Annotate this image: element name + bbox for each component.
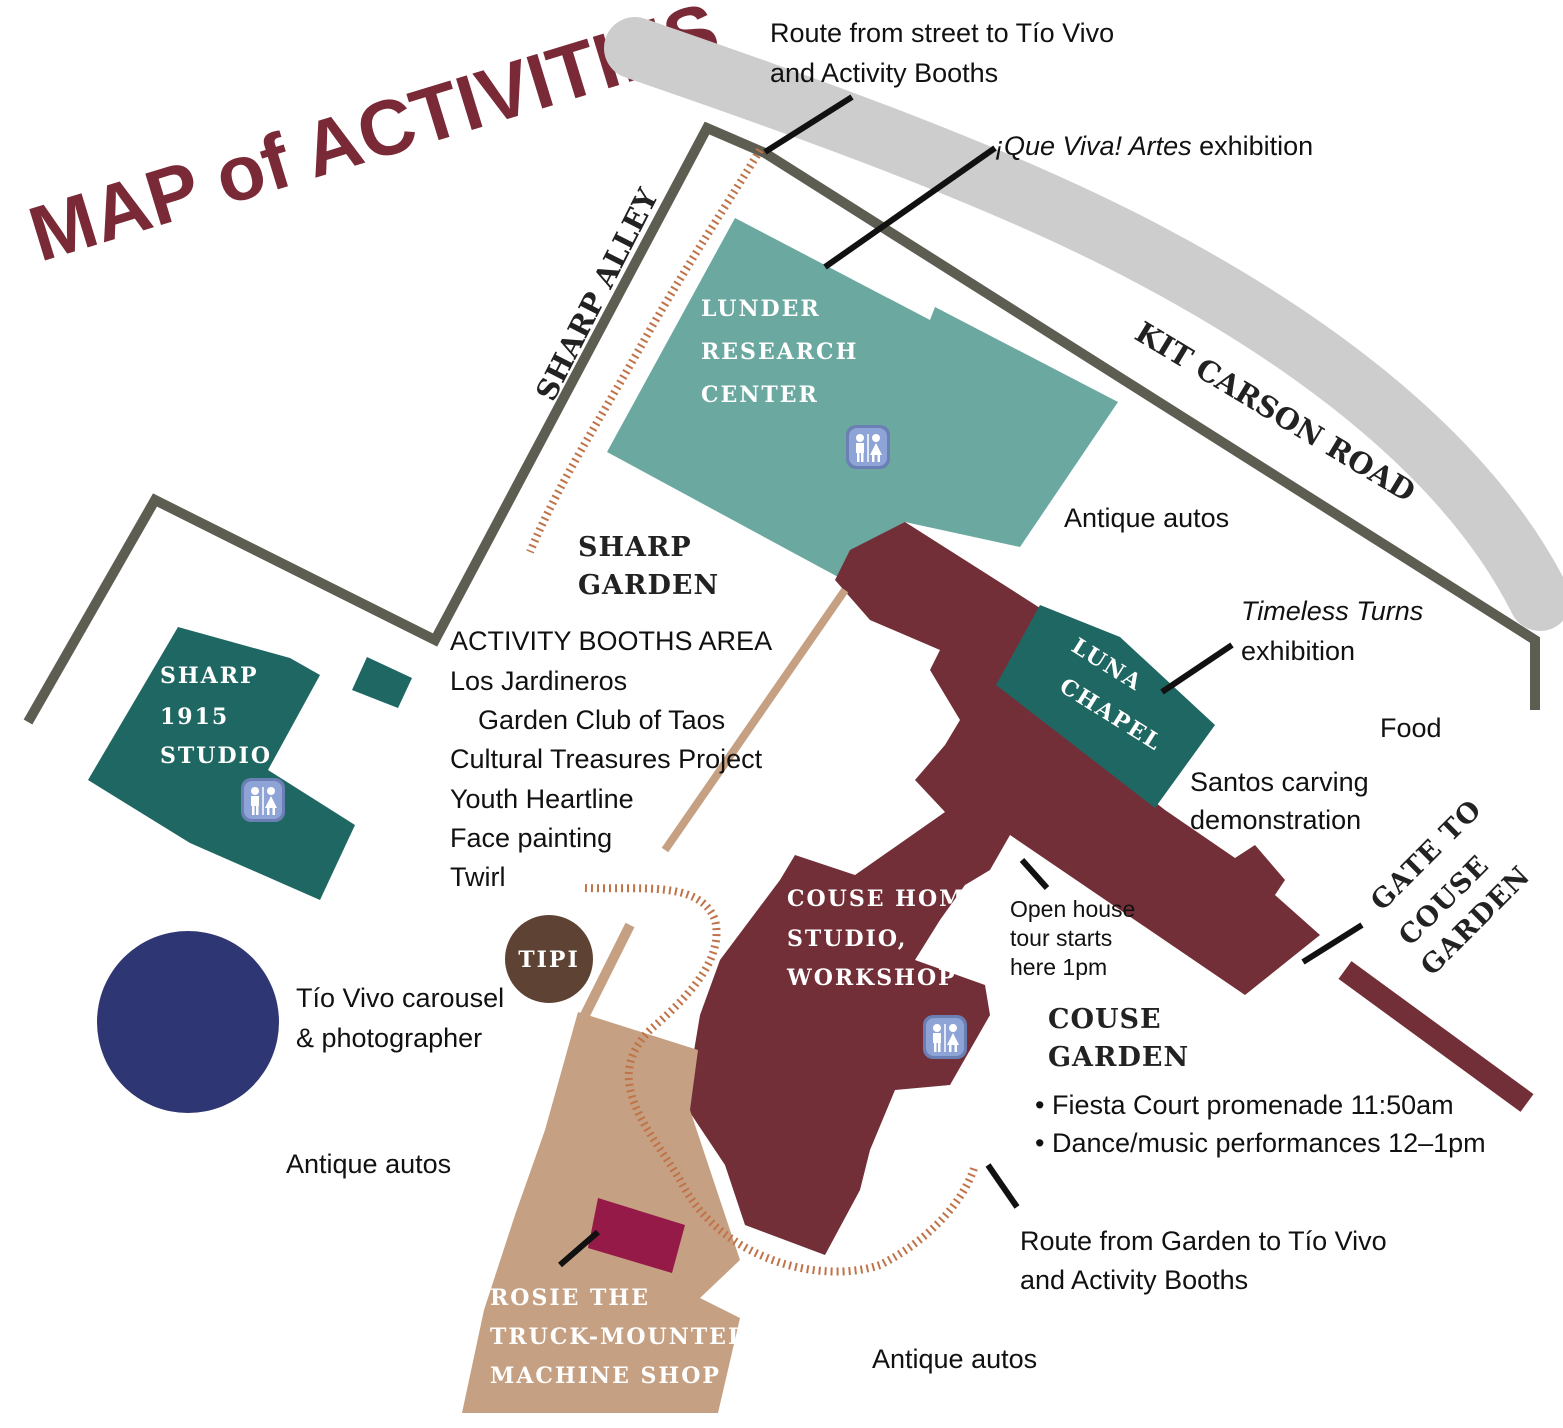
kit-carson-road xyxy=(604,17,1563,631)
open-house-label: Open house tour starts here 1pm xyxy=(1010,896,1135,980)
tipi xyxy=(505,915,593,1003)
leader-timeless xyxy=(1160,642,1234,695)
route-street-label: Route from street to Tío Vivo and Activi… xyxy=(770,18,1114,88)
sharp-alley-text: SHARP ALLEY xyxy=(529,183,665,406)
couse-events-label-line: • Fiesta Court promenade 11:50am xyxy=(1035,1090,1454,1120)
leader-route-garden xyxy=(985,1163,1020,1209)
activity-booths-label-line: Garden Club of Taos xyxy=(478,705,725,735)
sharp-shed xyxy=(352,657,412,708)
gate-label: GATE TO COUSE GARDEN xyxy=(1365,794,1537,982)
sharp-studio-label-line: 1915 xyxy=(160,704,229,730)
leader-lines xyxy=(558,94,1364,1268)
que-viva-title: ¡Que Viva! Artes xyxy=(995,131,1192,161)
que-viva-suffix: exhibition xyxy=(1192,131,1314,161)
couse-garden-label-line: COUSE xyxy=(1048,1004,1162,1035)
lunder-label-line: LUNDER xyxy=(701,296,821,322)
activity-booths-label-line: Los Jardineros xyxy=(450,666,627,696)
couse-home-label-line: COUSE HOME, xyxy=(787,886,994,912)
activity-booths-label-line: Youth Heartline xyxy=(450,784,634,814)
route-street xyxy=(526,147,764,554)
lunder-label-line: RESEARCH xyxy=(701,339,858,365)
restroom-icon xyxy=(922,1014,968,1060)
leader-rosie xyxy=(558,1229,600,1268)
rosie-label-line: ROSIE THE xyxy=(490,1285,650,1311)
activity-booths-label-line: Face painting xyxy=(450,823,612,853)
route-garden-label: Route from Garden to Tío Vivo and Activi… xyxy=(1020,1226,1387,1295)
antique-autos-label: Antique autos xyxy=(1064,503,1229,533)
rosie-label: ROSIE THE TRUCK-MOUNTED MACHINE SHOP xyxy=(490,1285,749,1389)
couse-home-label: COUSE HOME, STUDIO, WORKSHOP xyxy=(786,886,994,991)
luna-chapel xyxy=(996,605,1215,808)
sharp-studio-label-line: SHARP xyxy=(160,663,259,689)
sharp-alley-label: SHARP ALLEY xyxy=(529,183,665,406)
tio-vivo-carousel xyxy=(97,931,279,1113)
restroom-icon xyxy=(845,424,891,470)
timeless-turns-title: Timeless Turns xyxy=(1241,596,1423,626)
tio-vivo-label-line: & photographer xyxy=(296,1023,482,1053)
timeless-turns-suffix: exhibition xyxy=(1241,636,1355,666)
couse-events-label: • Fiesta Court promenade 11:50am • Dance… xyxy=(1035,1090,1486,1158)
leader-route-street xyxy=(763,94,854,155)
route-street-label-line: Route from street to Tío Vivo xyxy=(770,18,1114,48)
sharp-garden-label-line: GARDEN xyxy=(578,570,719,601)
leader-gate xyxy=(1301,922,1364,965)
antique-autos-label: Antique autos xyxy=(286,1149,451,1179)
lunder-research-center xyxy=(607,218,1118,578)
sharp-studio-label: SHARP 1915 STUDIO xyxy=(160,663,272,769)
property-wall xyxy=(23,121,1540,725)
walking-routes xyxy=(526,147,979,1276)
couse-home-label-line: STUDIO, xyxy=(787,926,907,952)
route-street-label-line: and Activity Booths xyxy=(770,58,998,88)
santos-label-line: demonstration xyxy=(1190,805,1361,835)
open-house-label-line: Open house xyxy=(1010,896,1135,922)
route-garden-label-line: and Activity Booths xyxy=(1020,1265,1248,1295)
restroom-icon xyxy=(240,777,286,823)
sharp-studio-label-line: STUDIO xyxy=(160,743,272,769)
que-viva-label: ¡Que Viva! Artes exhibition xyxy=(995,131,1313,161)
couse-home-label-line: WORKSHOP xyxy=(786,965,957,991)
rosie-label-line: MACHINE SHOP xyxy=(490,1363,721,1389)
sharp-1915-studio xyxy=(88,627,355,900)
activity-booths-label: ACTIVITY BOOTHS AREA Los Jardineros Gard… xyxy=(450,626,772,892)
activity-booths-label-line: Cultural Treasures Project xyxy=(450,744,763,774)
open-house-label-line: here 1pm xyxy=(1010,954,1107,980)
leader-que-viva xyxy=(823,145,997,270)
santos-label: Santos carving demonstration xyxy=(1190,767,1369,835)
rosie-label-line: TRUCK-MOUNTED xyxy=(490,1324,749,1350)
couse-complex xyxy=(685,522,1320,1255)
activity-booths-label-line: Twirl xyxy=(450,862,506,892)
couse-garden-label: COUSE GARDEN xyxy=(1048,1004,1189,1073)
gate-bar xyxy=(1338,961,1534,1112)
santos-label-line: Santos carving xyxy=(1190,767,1369,797)
sharp-garden-label: SHARP GARDEN xyxy=(578,532,719,601)
tio-vivo-label-line: Tío Vivo carousel xyxy=(296,983,504,1013)
lunder-label: LUNDER RESEARCH CENTER xyxy=(701,296,858,408)
activity-booths-label-line: ACTIVITY BOOTHS AREA xyxy=(450,626,772,656)
sharp-garden-label-line: SHARP xyxy=(578,532,692,563)
path-sharp-garden xyxy=(661,587,849,853)
couse-garden-label-line: GARDEN xyxy=(1048,1042,1189,1073)
couse-events-label-line: • Dance/music performances 12–1pm xyxy=(1035,1128,1486,1158)
path-to-shop xyxy=(575,922,635,1028)
antique-autos-label: Antique autos xyxy=(872,1344,1037,1374)
tio-vivo-label: Tío Vivo carousel & photographer xyxy=(296,983,504,1053)
open-house-label-line: tour starts xyxy=(1010,925,1112,951)
tipi-label: TIPI xyxy=(518,947,580,973)
rosie-truck xyxy=(588,1198,685,1273)
lunder-label-line: CENTER xyxy=(701,382,819,408)
food-label: Food xyxy=(1380,713,1442,743)
timeless-turns-label: Timeless Turns exhibition xyxy=(1241,596,1423,666)
route-garden xyxy=(584,884,979,1276)
route-garden-label-line: Route from Garden to Tío Vivo xyxy=(1020,1226,1387,1256)
leader-open-house xyxy=(1019,858,1050,890)
